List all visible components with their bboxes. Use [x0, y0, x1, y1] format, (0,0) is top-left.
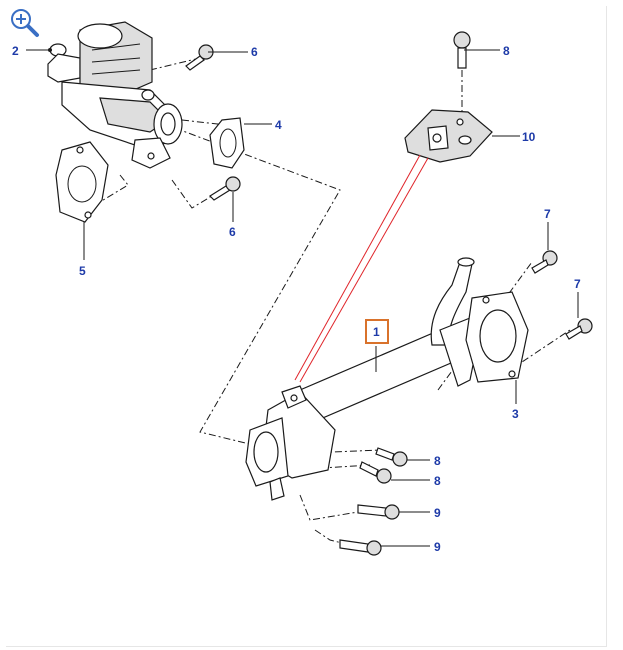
callout-6a[interactable]: 6 [251, 45, 258, 59]
egr-valve [47, 21, 183, 169]
bolt-part-7-lower [565, 318, 593, 340]
bolt-part-8-a [375, 447, 408, 467]
callout-2[interactable]: 2 [12, 44, 19, 58]
callout-7b[interactable]: 7 [574, 277, 581, 291]
red-leader-lines [294, 154, 429, 383]
bolt-part-9-b [339, 539, 382, 556]
callout-labels: 2 6 4 6 5 8 10 7 7 1 3 8 8 9 9 [12, 44, 581, 554]
callout-9b[interactable]: 9 [434, 540, 441, 554]
callout-3[interactable]: 3 [512, 407, 519, 421]
bracket-part-10 [404, 109, 493, 163]
callout-9a[interactable]: 9 [434, 506, 441, 520]
bolt-part-9-a [357, 504, 400, 520]
diagram-frame [6, 6, 607, 647]
callout-7a[interactable]: 7 [544, 207, 551, 221]
callout-leaders [26, 48, 579, 547]
callout-4[interactable]: 4 [275, 118, 282, 132]
callout-8a[interactable]: 8 [503, 44, 510, 58]
bolt-part-7-upper [531, 250, 558, 274]
callout-6b[interactable]: 6 [229, 225, 236, 239]
zoom-in-button[interactable] [8, 6, 42, 40]
egr-pipe-part-1 [245, 257, 529, 501]
bolt-part-6-lower [209, 176, 241, 201]
callout-8c[interactable]: 8 [434, 474, 441, 488]
bolt-part-8-b [359, 461, 392, 484]
bolt-part-8-top [453, 31, 471, 69]
callout-5[interactable]: 5 [79, 264, 86, 278]
callout-10[interactable]: 10 [522, 130, 536, 144]
highlight-box [365, 319, 389, 344]
zoom-in-magnifier-icon [11, 9, 39, 37]
gasket-part-5 [55, 141, 109, 223]
callout-8b[interactable]: 8 [434, 454, 441, 468]
callout-1[interactable]: 1 [373, 325, 380, 339]
gasket-part-4 [209, 117, 245, 169]
bolt-part-6-upper [185, 44, 214, 71]
